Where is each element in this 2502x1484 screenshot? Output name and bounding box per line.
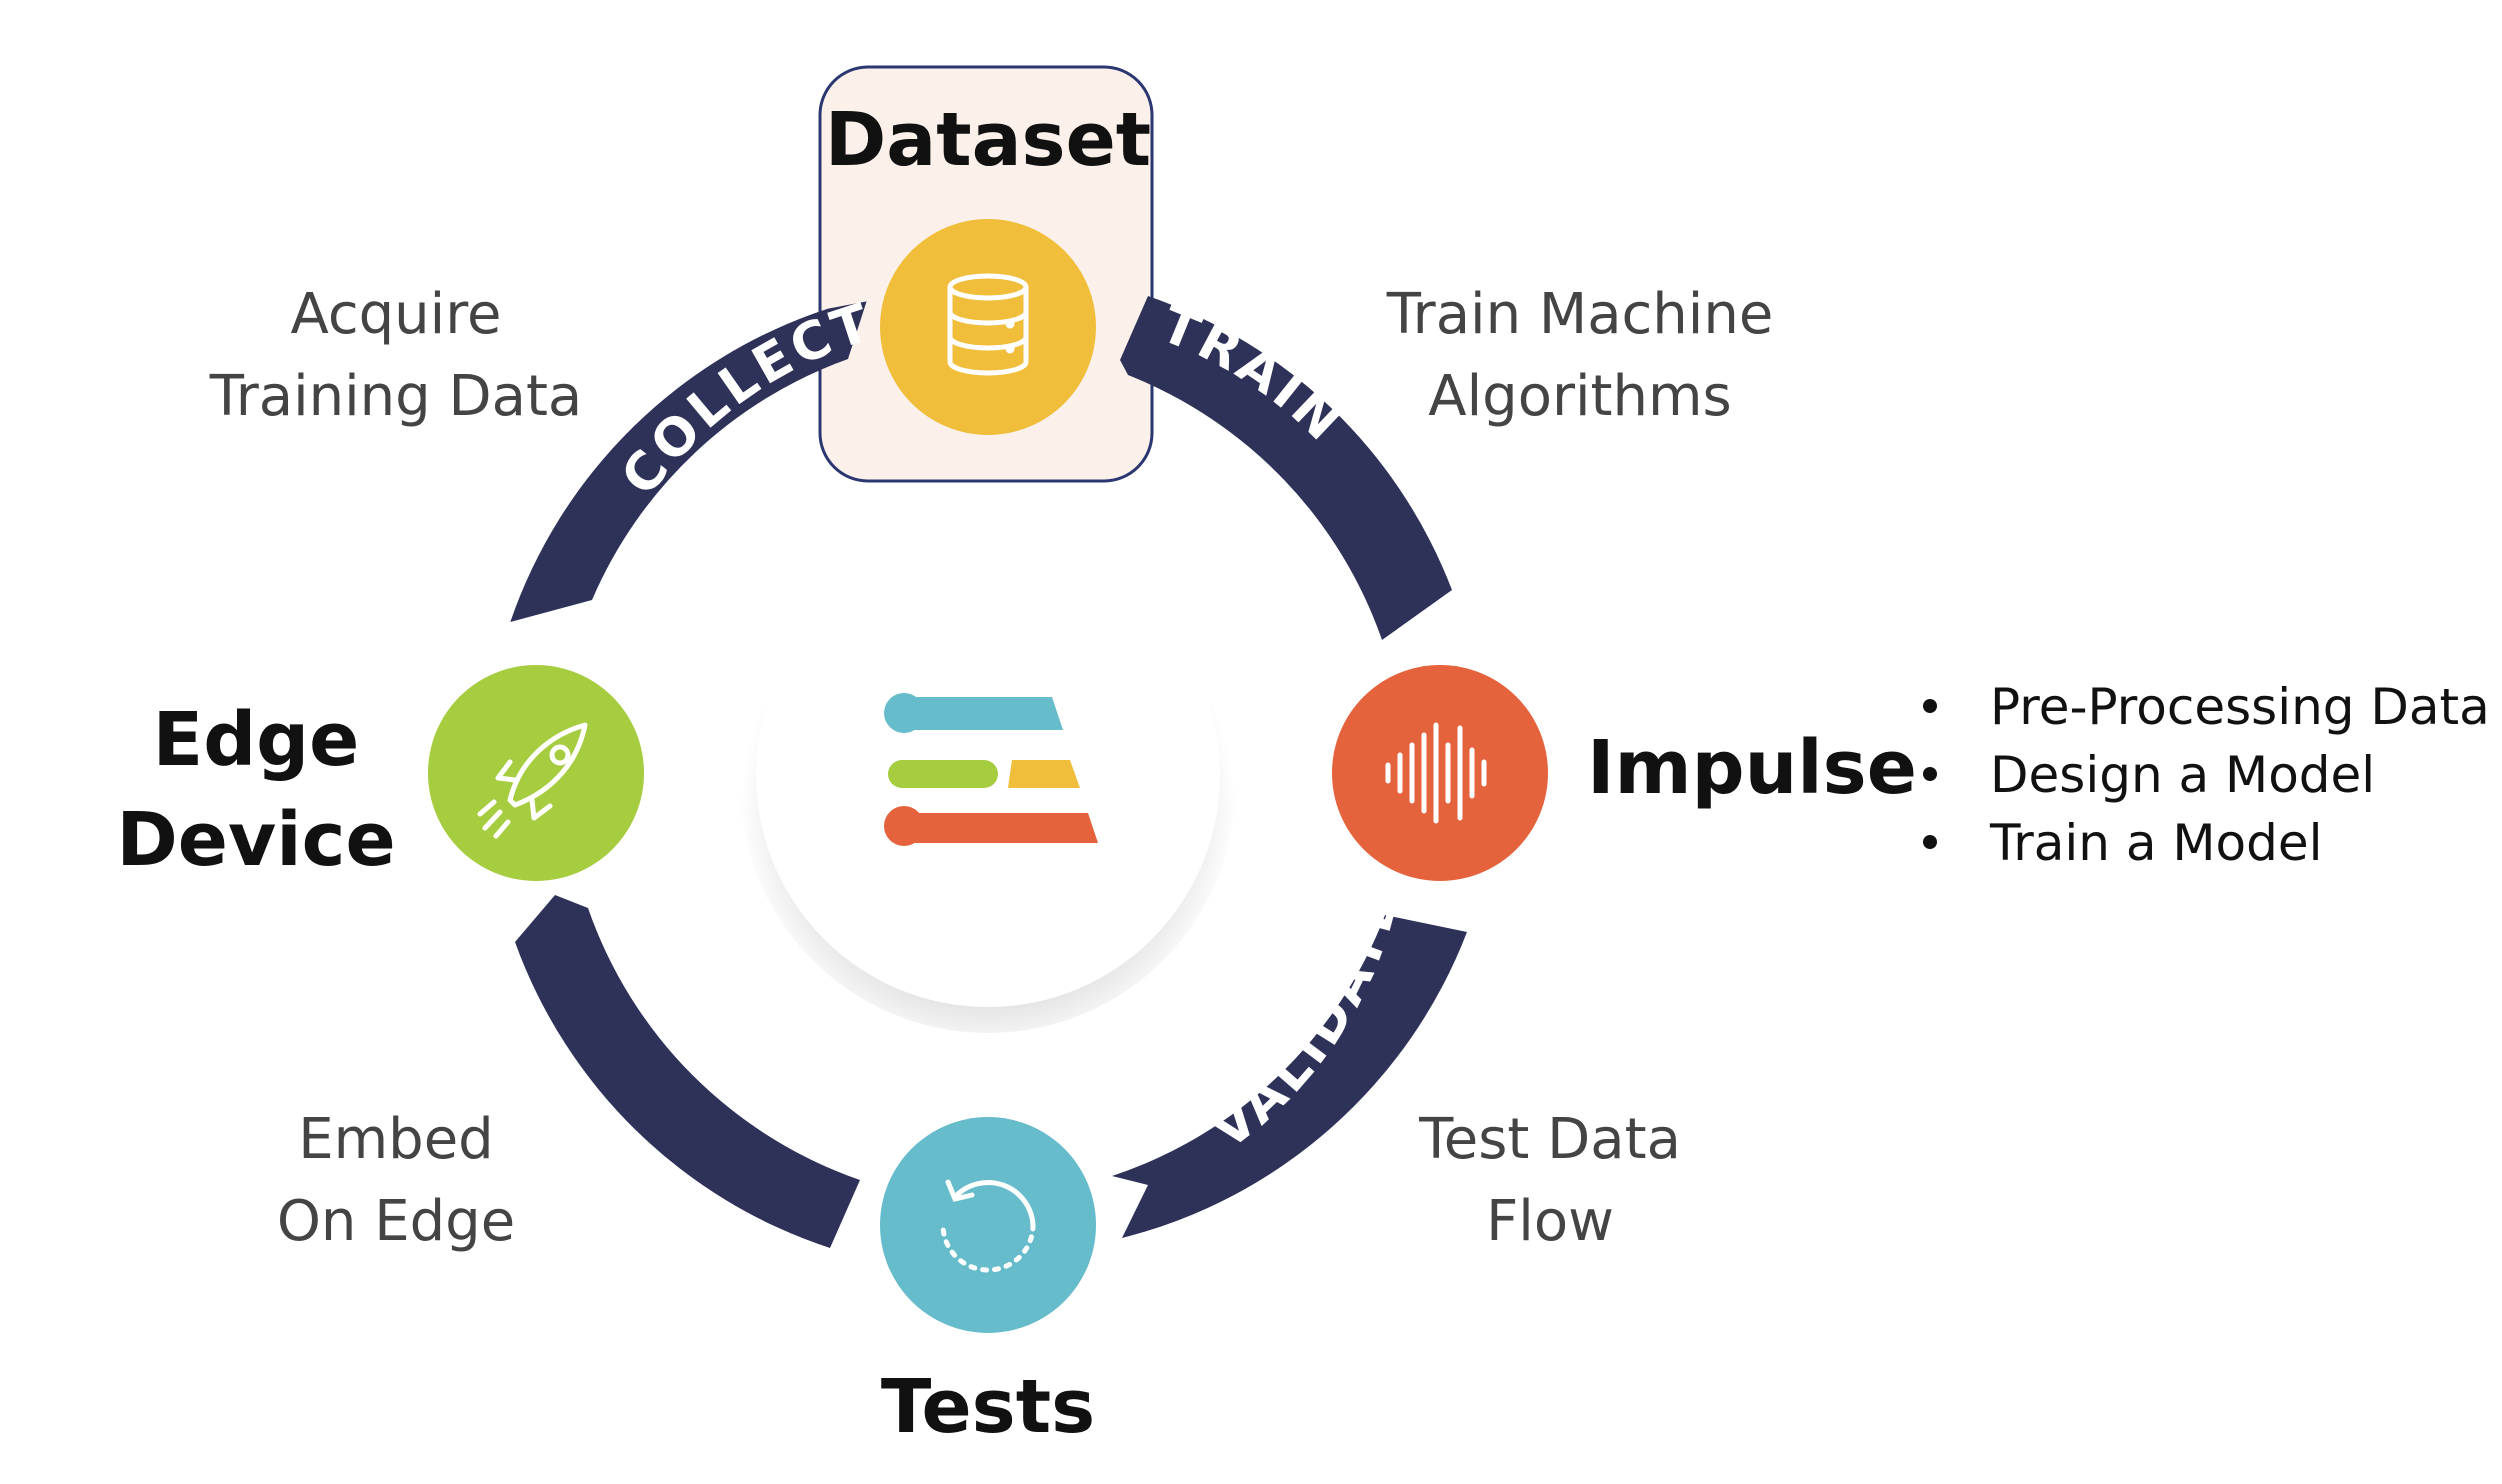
impulse-step: Pre-Processing Data <box>1990 678 2490 736</box>
collect-desc-line2: Training Data <box>209 364 582 429</box>
tests-title: Tests <box>881 1364 1095 1450</box>
impulse-node: Impulse <box>1332 665 1917 881</box>
validate-arc <box>1112 915 1467 1238</box>
cycle-arcs <box>510 296 1467 1248</box>
collect-arc <box>510 301 867 622</box>
edge-device-title-line2: Device <box>116 797 395 883</box>
edge-device-circle <box>428 665 644 881</box>
bullet-icon <box>1923 767 1937 781</box>
impulse-step: Design a Model <box>1990 746 2375 804</box>
train-desc-line1: Train Machine <box>1386 282 1774 347</box>
dataset-circle <box>880 219 1096 435</box>
edge-impulse-logo-icon <box>884 693 1098 846</box>
impulse-circle <box>1332 665 1548 881</box>
dataset-title: Dataset <box>825 97 1151 183</box>
deploy-desc-line2: On Edge <box>277 1189 515 1254</box>
validate-desc-line2: Flow <box>1486 1189 1614 1254</box>
impulse-title: Impulse <box>1587 725 1917 811</box>
validate-desc-line1: Test Data <box>1418 1107 1681 1172</box>
rocket-icon <box>477 722 588 839</box>
train-desc-line2: Algorithms <box>1428 364 1731 429</box>
bullet-icon <box>1923 699 1937 713</box>
edge-device-node: Edge Device <box>116 665 644 883</box>
deploy-arc <box>515 895 860 1248</box>
deploy-desc-line1: Embed <box>298 1107 493 1172</box>
dataset-node: Dataset <box>825 97 1151 435</box>
database-icon <box>947 273 1029 376</box>
edge-device-title-line1: Edge <box>153 697 360 783</box>
impulse-steps-list: Pre-Processing Data Design a Model Train… <box>1923 678 2490 872</box>
tests-circle <box>880 1117 1096 1333</box>
refresh-icon <box>940 1179 1036 1273</box>
train-arc <box>1120 296 1452 640</box>
impulse-step: Train a Model <box>1989 814 2323 872</box>
tests-node: Tests <box>880 1117 1096 1450</box>
waveform-icon <box>1385 722 1487 824</box>
collect-desc-line1: Acquire <box>291 282 502 347</box>
bullet-icon <box>1923 835 1937 849</box>
